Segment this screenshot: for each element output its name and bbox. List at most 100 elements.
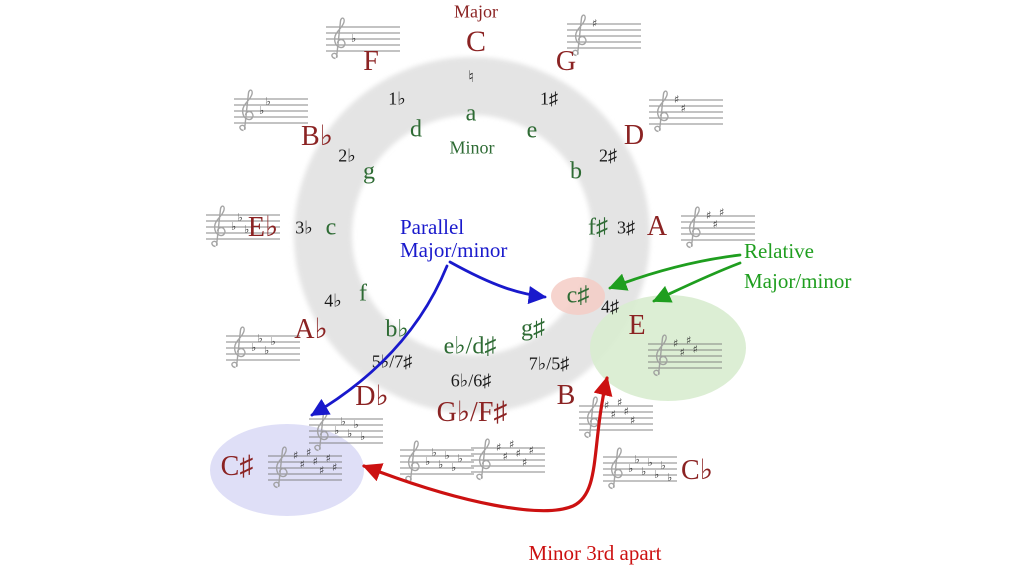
flat-icon: ♭ bbox=[661, 459, 666, 472]
minor-key-c: c bbox=[325, 214, 337, 241]
key-signature-staff-G-flat: ♭♭♭♭♭♭ bbox=[397, 435, 477, 491]
minor-key-eb-ds: e♭/d♯ bbox=[443, 333, 497, 360]
flat-icon: ♭ bbox=[648, 456, 653, 469]
flat-icon: ♭ bbox=[258, 332, 263, 345]
sharp-icon: ♯ bbox=[592, 17, 597, 30]
flat-icon: ♭ bbox=[667, 471, 672, 484]
key-signature-2-sharps: 2♯ bbox=[599, 145, 617, 166]
major-key-D: D bbox=[623, 120, 645, 151]
key-signature-staff-A: ♯♯♯ bbox=[678, 201, 758, 257]
flat-icon: ♭ bbox=[628, 462, 633, 475]
sharp-icon: ♯ bbox=[604, 399, 609, 412]
treble-clef-icon bbox=[686, 206, 701, 249]
flat-icon: ♭ bbox=[347, 427, 352, 440]
flat-icon: ♭ bbox=[351, 32, 356, 45]
treble-clef-icon bbox=[273, 446, 288, 489]
flat-icon: ♭ bbox=[438, 458, 443, 471]
flat-icon: ♭ bbox=[334, 424, 339, 437]
sharp-icon: ♯ bbox=[713, 218, 718, 231]
key-signature-1-sharp: 1♯ bbox=[540, 88, 558, 109]
flat-icon: ♭ bbox=[635, 453, 640, 466]
key-signature-4-flats: 4♭ bbox=[324, 290, 342, 311]
treble-clef-icon bbox=[231, 326, 246, 369]
sharp-icon: ♯ bbox=[529, 444, 534, 457]
major-key-Ab: A♭ bbox=[294, 314, 328, 345]
key-signature-staff-E-flat: ♭♭♭ bbox=[203, 200, 283, 256]
treble-clef-icon bbox=[572, 14, 587, 57]
key-signature-7-flats-5-sharps: 7♭/5♯ bbox=[528, 353, 570, 374]
minor-key-gs: g♯ bbox=[521, 315, 545, 342]
flat-icon: ♭ bbox=[445, 449, 450, 462]
sharp-icon: ♯ bbox=[496, 441, 501, 454]
sharp-icon: ♯ bbox=[319, 464, 324, 477]
sharp-icon: ♯ bbox=[630, 414, 635, 427]
minor-key-d: d bbox=[410, 116, 422, 143]
key-signature-staff-C-flat: ♭♭♭♭♭♭♭ bbox=[600, 442, 680, 498]
flat-icon: ♭ bbox=[641, 465, 646, 478]
minor-third-annotation: Minor 3rd apart bbox=[528, 541, 662, 565]
minor-key-a: a bbox=[465, 100, 477, 127]
sharp-icon: ♯ bbox=[624, 405, 629, 418]
parallel-annotation-line2: Major/minor bbox=[400, 238, 508, 262]
major-key-B: B bbox=[556, 380, 576, 411]
sharp-icon: ♯ bbox=[693, 343, 698, 356]
sharp-icon: ♯ bbox=[509, 438, 514, 451]
sharp-icon: ♯ bbox=[522, 456, 527, 469]
minor-ring-label: Minor bbox=[449, 137, 495, 158]
key-signature-1-flat: 1♭ bbox=[388, 88, 406, 109]
flat-icon: ♭ bbox=[360, 430, 365, 443]
key-signature-staff-D: ♯♯ bbox=[646, 85, 726, 141]
sharp-icon: ♯ bbox=[680, 346, 685, 359]
key-signature-staff-E: ♯♯♯♯ bbox=[645, 329, 725, 385]
treble-clef-icon bbox=[239, 89, 254, 132]
relative-annotation-line1: Relative bbox=[744, 239, 814, 263]
key-signature-3-sharps: 3♯ bbox=[617, 217, 635, 238]
treble-clef-icon bbox=[653, 334, 668, 377]
relative-annotation-line2: Major/minor bbox=[744, 269, 852, 293]
flat-icon: ♭ bbox=[654, 468, 659, 481]
treble-clef-icon bbox=[654, 90, 669, 133]
sharp-icon: ♯ bbox=[326, 452, 331, 465]
key-signature-staff-C-sharp: ♯♯♯♯♯♯♯ bbox=[265, 441, 345, 497]
flat-icon: ♭ bbox=[251, 341, 256, 354]
flat-icon: ♭ bbox=[451, 461, 456, 474]
key-signature-3-flats: 3♭ bbox=[295, 217, 313, 238]
key-signature-6-flats-6-sharps: 6♭/6♯ bbox=[450, 370, 492, 391]
treble-clef-icon bbox=[211, 205, 226, 248]
flat-icon: ♭ bbox=[266, 95, 271, 108]
major-key-F: F bbox=[363, 46, 379, 77]
key-signature-5-flats-7-sharps: 5♭/7♯ bbox=[371, 351, 413, 372]
sharp-icon: ♯ bbox=[617, 396, 622, 409]
major-key-A: A bbox=[646, 211, 668, 242]
flat-icon: ♭ bbox=[264, 344, 269, 357]
relative-arrow-to-E-major bbox=[652, 261, 742, 303]
key-signature-staff-A-flat: ♭♭♭♭ bbox=[223, 321, 303, 377]
minor-key-b: b bbox=[570, 158, 582, 185]
treble-clef-icon bbox=[331, 17, 346, 60]
major-key-Cs-enharmonic: C♯ bbox=[220, 451, 254, 482]
major-key-Cb-enharmonic: C♭ bbox=[681, 455, 713, 486]
sharp-icon: ♯ bbox=[300, 458, 305, 471]
major-ring-label: Major bbox=[454, 1, 498, 22]
sharp-icon: ♯ bbox=[503, 450, 508, 463]
key-signature-staff-B-flat: ♭♭ bbox=[231, 84, 311, 140]
flat-icon: ♭ bbox=[458, 452, 463, 465]
major-key-Eb: E♭ bbox=[247, 212, 279, 243]
key-signature-2-flats: 2♭ bbox=[338, 145, 356, 166]
flat-icon: ♭ bbox=[432, 446, 437, 459]
treble-clef-icon bbox=[405, 440, 420, 483]
sharp-icon: ♯ bbox=[706, 209, 711, 222]
key-signature-staff-F: ♭ bbox=[323, 12, 403, 68]
sharp-icon: ♯ bbox=[306, 446, 311, 459]
major-key-E: E bbox=[628, 310, 646, 341]
flat-icon: ♭ bbox=[341, 415, 346, 428]
parallel-arrow-to-c-sharp-minor bbox=[448, 260, 547, 305]
flat-icon: ♭ bbox=[238, 211, 243, 224]
minor-key-e: e bbox=[526, 117, 538, 144]
minor-key-bb: b♭ bbox=[385, 316, 409, 343]
key-signature-staff-F-sharp: ♯♯♯♯♯♯ bbox=[468, 433, 548, 489]
treble-clef-icon bbox=[476, 438, 491, 481]
parallel-annotation-line1: Parallel bbox=[400, 215, 465, 239]
